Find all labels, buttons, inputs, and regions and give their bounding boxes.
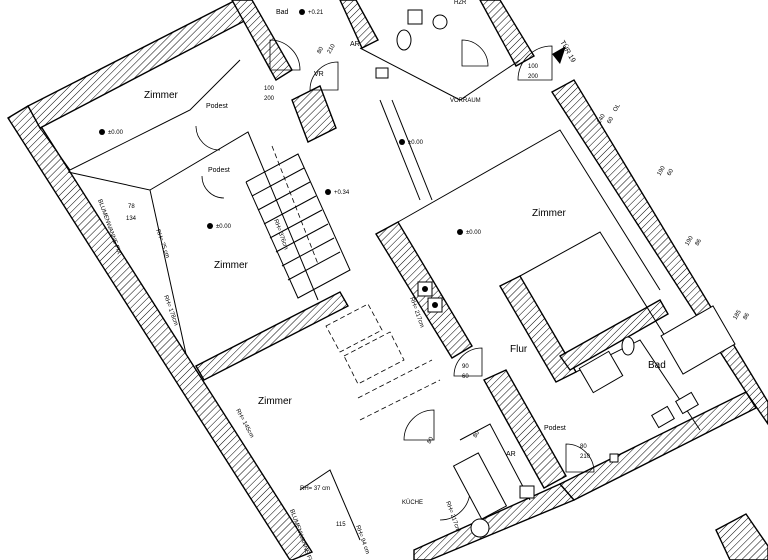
room-zimmer-3: Zimmer [532, 208, 567, 219]
room-labels: Zimmer Zimmer Zimmer Zimmer Bad Bad AR A… [144, 0, 666, 506]
room-podest-2: Podest [208, 167, 230, 174]
svg-text:+0.34: +0.34 [334, 190, 350, 196]
room-kueche: KÜCHE [402, 499, 423, 506]
svg-text:200: 200 [528, 74, 539, 80]
room-ar-top: AR [350, 41, 360, 48]
wall-left-outer [7, 105, 314, 560]
svg-text:±0.00: ±0.00 [216, 224, 232, 230]
svg-text:210: 210 [327, 43, 338, 55]
svg-text:115: 115 [336, 522, 346, 528]
svg-text:100: 100 [264, 86, 275, 92]
svg-text:±0.00: ±0.00 [108, 130, 124, 136]
wall-top-middle [339, 0, 379, 49]
svg-text:80: 80 [317, 46, 326, 55]
svg-text:60: 60 [607, 116, 616, 125]
svg-text:210: 210 [580, 454, 591, 460]
staircase [245, 145, 351, 299]
wall-bath-inner [558, 299, 669, 371]
svg-text:80: 80 [473, 430, 482, 439]
svg-text:78: 78 [128, 204, 135, 210]
svg-text:60: 60 [667, 168, 676, 177]
level-labels: ±0.00 ±0.00 ±0.00 ±0.00 +0.34 +0.21 [108, 10, 482, 236]
svg-text:185: 185 [733, 309, 744, 321]
svg-text:200: 200 [264, 96, 275, 102]
svg-text:OL: OL [613, 102, 623, 113]
wall-room-divider [195, 291, 349, 381]
svg-text:RH= 75 cm: RH= 75 cm [154, 229, 170, 259]
svg-text:80: 80 [427, 436, 436, 445]
wall-bottom [413, 483, 576, 560]
svg-text:RH= 37 cm: RH= 37 cm [300, 486, 330, 492]
wall-bottom-corner-block [715, 513, 768, 560]
room-podest-1: Podest [206, 103, 228, 110]
svg-text:190: 190 [685, 235, 696, 247]
wall-vr-block [291, 85, 337, 143]
svg-text:134: 134 [126, 216, 137, 222]
svg-text:RH= 217cm: RH= 217cm [444, 501, 461, 533]
svg-text:100: 100 [528, 64, 539, 70]
svg-text:140: 140 [597, 113, 608, 125]
toilet-top [396, 29, 412, 51]
door-swings [195, 39, 595, 521]
svg-text:±0.00: ±0.00 [466, 230, 482, 236]
interior-partitions [39, 47, 701, 541]
bath-fixtures [375, 9, 736, 538]
svg-text:86: 86 [695, 238, 704, 247]
room-flur: Flur [510, 344, 528, 355]
svg-text:80: 80 [580, 444, 587, 450]
svg-text:±0.00: ±0.00 [408, 140, 424, 146]
room-bad-top: Bad [276, 9, 289, 16]
room-vorraum: VORRAUM [450, 98, 481, 104]
level-markers [99, 9, 463, 235]
entrance-arrow-icon [552, 46, 566, 64]
room-podest-3: Podest [544, 425, 566, 432]
toilet [621, 336, 635, 356]
room-bad-right: Bad [648, 360, 666, 371]
kitchen-units [417, 281, 508, 520]
svg-text:190: 190 [657, 165, 668, 177]
svg-text:RH= 94 cm: RH= 94 cm [354, 525, 370, 555]
svg-text:86: 86 [743, 312, 752, 321]
wall-bottom-right [558, 391, 757, 501]
wall-top-right [479, 0, 535, 67]
room-zimmer-4: Zimmer [258, 396, 293, 407]
room-zimmer-2: Zimmer [214, 260, 249, 271]
room-vr: VR [314, 71, 324, 78]
wall-inner-flur-left [499, 275, 577, 383]
room-hzr: HZR [454, 0, 467, 6]
window-dimensions: 140 60 OL 190 60 190 86 185 86 [597, 102, 752, 321]
room-ar-bottom: AR [506, 451, 516, 458]
roof-windows [325, 303, 441, 421]
bathtub [660, 305, 736, 375]
wall-inner-ar-bottom [483, 369, 567, 489]
svg-text:+0.21: +0.21 [308, 10, 324, 16]
svg-text:90: 90 [462, 364, 469, 370]
room-zimmer-1: Zimmer [144, 90, 179, 101]
svg-text:60: 60 [462, 374, 469, 380]
